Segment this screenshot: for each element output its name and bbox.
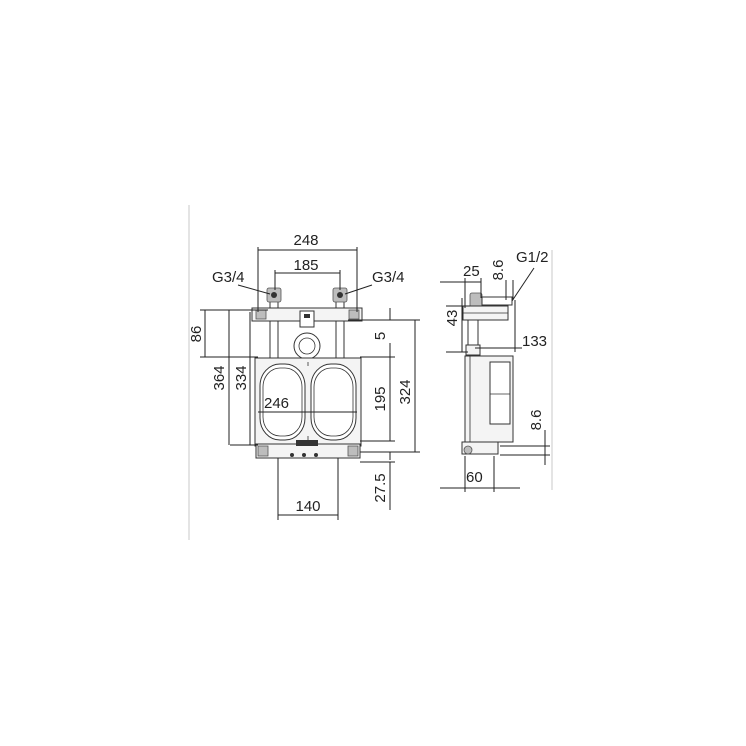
dim-depth-8-6-bottom: 8.6 <box>528 410 545 431</box>
dim-width-outer: 248 <box>293 232 318 249</box>
left-oval-opening <box>259 363 306 441</box>
side-top-fitting <box>469 292 483 308</box>
bottom-rail <box>255 443 361 459</box>
dim-depth-25: 25 <box>463 263 480 280</box>
center-bracket <box>299 310 315 328</box>
side-body-panel <box>489 361 511 425</box>
dim-offset-86: 86 <box>188 326 205 343</box>
bottom-rail-bolt-2 <box>302 453 306 457</box>
thread-right-label: G3/4 <box>372 269 405 286</box>
drain-outlet <box>293 332 321 360</box>
bottom-rail-bolt-3 <box>314 453 318 457</box>
left-oval-inner <box>262 367 303 437</box>
right-fitting-nut <box>337 292 343 298</box>
dim-width-inner: 185 <box>293 257 318 274</box>
side-top-arm <box>481 296 513 306</box>
dim-depth-60: 60 <box>466 469 483 486</box>
side-mid-clamp <box>465 344 481 356</box>
dim-gap-5: 5 <box>372 332 389 340</box>
bottom-rail-center-clip <box>296 440 318 446</box>
thread-left-label: G3/4 <box>212 269 245 286</box>
side-view-dimensions: 25 8.6 G1/2 43 133 8.6 60 <box>440 249 550 492</box>
bottom-rail-left-foot <box>257 445 269 457</box>
dim-width-140: 140 <box>295 498 320 515</box>
dim-depth-8-6-top: 8.6 <box>490 260 507 281</box>
top-crossbar-clip-right <box>348 309 360 320</box>
right-oval-inner <box>313 367 354 437</box>
dim-height-195: 195 <box>372 386 389 411</box>
dim-height-334: 334 <box>233 365 250 390</box>
side-bottom-bolt <box>463 445 473 455</box>
dim-depth-133: 133 <box>522 333 547 350</box>
dim-height-364: 364 <box>211 365 228 390</box>
dim-height-324: 324 <box>397 379 414 404</box>
right-oval-opening <box>310 363 357 441</box>
drain-outlet-inner <box>298 337 316 355</box>
dim-offset-27-5: 27.5 <box>372 473 389 502</box>
front-view-dimensions: 248 185 G3/4 G3/4 86 364 334 5 <box>188 232 420 520</box>
bottom-rail-right-foot <box>347 445 359 457</box>
left-fitting-nut <box>271 292 277 298</box>
side-view <box>461 292 514 455</box>
center-bracket-slot <box>304 314 310 318</box>
bottom-rail-bolt-1 <box>290 453 294 457</box>
dim-width-246: 246 <box>264 395 289 412</box>
front-view <box>251 287 363 459</box>
dim-height-43: 43 <box>444 310 461 327</box>
thread-side-label: G1/2 <box>516 249 549 266</box>
